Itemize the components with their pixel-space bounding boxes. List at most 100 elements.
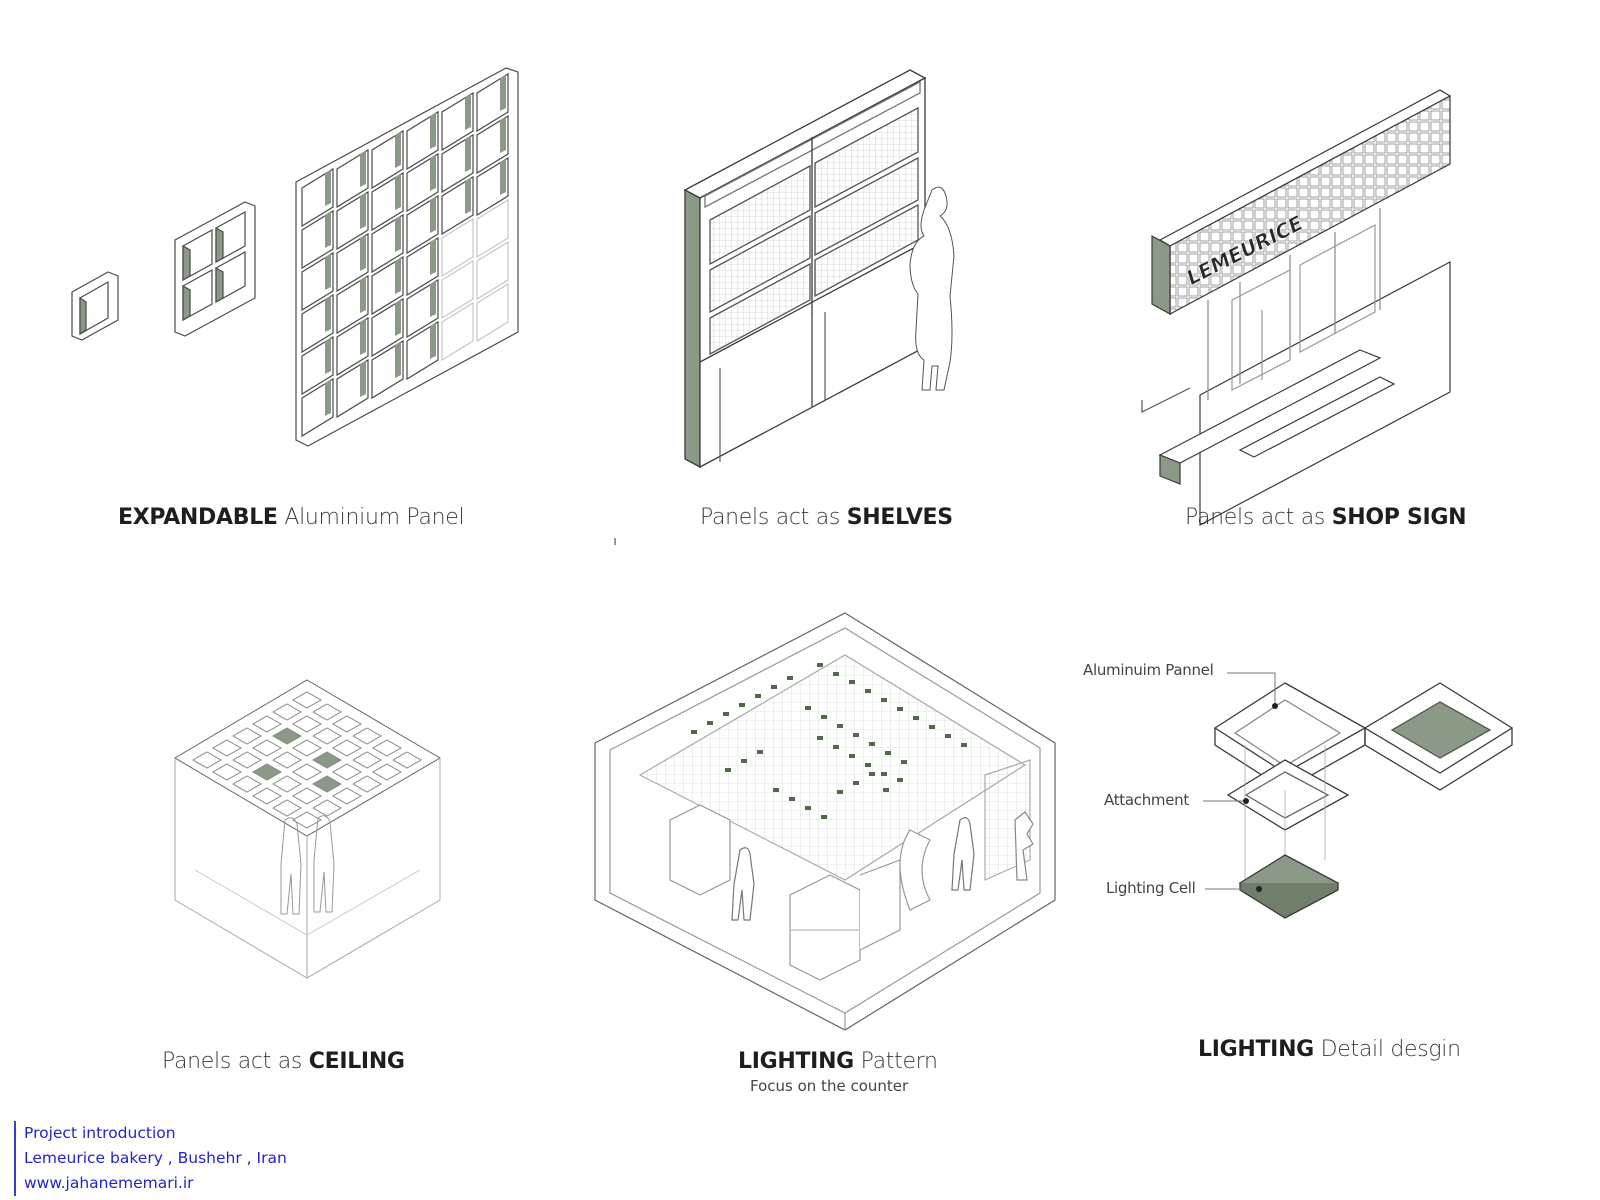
credit-project-location: Lemeurice bakery , Bushehr , Iran (24, 1149, 287, 1167)
lighting-cell-dot (837, 790, 843, 794)
wall-cell-shade (395, 216, 401, 252)
lighting-cells-pattern (691, 663, 967, 819)
lighting-cell-dot (945, 734, 951, 738)
caption-lighting-detail: LIGHTING Detail desgin (1198, 1037, 1461, 1062)
ceiling-cell (251, 739, 283, 757)
wall-cell-shade (395, 132, 401, 168)
lighting-cell-dot (853, 781, 859, 785)
wall-cell-shade (395, 300, 401, 336)
two-by-two-module (174, 201, 256, 337)
wall-cell-shade (360, 151, 366, 187)
lighting-cell-dot (881, 698, 887, 702)
wall-cell-shade (360, 277, 366, 313)
lighting-cell-dot (771, 685, 777, 689)
wall-cell-shade (430, 113, 436, 149)
ceiling-cell (191, 751, 223, 769)
shelves-drawing (683, 69, 955, 469)
lighting-cell-dot (723, 712, 729, 716)
ceiling-cell (271, 775, 303, 793)
shop-sign-drawing (1141, 89, 1452, 526)
staff-figure-right (951, 817, 975, 891)
ceiling-cell (331, 787, 363, 805)
credit-project-intro: Project introduction (24, 1124, 176, 1142)
lighting-cell-dot (817, 663, 823, 667)
caption-expandable-panel: EXPANDABLE Aluminium Panel (118, 505, 465, 530)
lighting-cell-dot (805, 706, 811, 710)
caption-ceiling: Panels act as CEILING (162, 1049, 405, 1074)
ceiling-cell (331, 715, 363, 733)
wall-cell-shade (430, 155, 436, 191)
wall-cell (476, 240, 509, 301)
label-lighting-cell: Lighting Cell (1106, 879, 1196, 897)
wall-cell-shade (325, 170, 331, 206)
ceiling-cells (191, 691, 423, 829)
lighting-cell-dot (805, 806, 811, 810)
wall-cell-shade (325, 296, 331, 332)
staff-figure-left (731, 847, 755, 921)
ceiling-cell (271, 799, 303, 817)
lighting-cell-dot (725, 768, 731, 772)
ceiling-cell (371, 739, 403, 757)
wall-cell-shade (325, 212, 331, 248)
person-figure (909, 186, 955, 391)
credits-block: Project introduction Lemeurice bakery , … (14, 1121, 287, 1196)
wall-cell-shade (325, 380, 331, 416)
lighting-cell-dot (821, 815, 827, 819)
ceiling-cell (351, 775, 383, 793)
lighting-cell-dot (691, 730, 697, 734)
ceiling-cell (371, 763, 403, 781)
wall-cell-shade (430, 239, 436, 275)
wall-cell (441, 301, 474, 362)
subcaption-lighting-pattern: Focus on the counter (750, 1077, 909, 1095)
ceiling-cell (331, 739, 363, 757)
wall-cell-shade (360, 193, 366, 229)
label-aluminium-panel: Aluminuim Pannel (1083, 661, 1214, 679)
lighting-cell-dot (929, 725, 935, 729)
ceiling-cell (291, 763, 323, 781)
ceiling-cell (311, 727, 343, 745)
wall-cell-shade (500, 159, 506, 195)
lighting-cell-dot (881, 772, 887, 776)
lighting-cell-dot (739, 703, 745, 707)
expandable-panel-drawing (71, 67, 519, 447)
credit-website-link[interactable]: www.jahanememari.ir (24, 1174, 194, 1192)
lighting-cell-dot (913, 716, 919, 720)
wall-cell-shade (325, 338, 331, 374)
ceiling-cell (291, 787, 323, 805)
lighting-cell-dot (869, 772, 875, 776)
ceiling-cell (271, 751, 303, 769)
lighting-cell-dot (865, 763, 871, 767)
ceiling-cell (271, 703, 303, 721)
lighting-detail-drawing (1203, 672, 1514, 919)
wall-cell-shade (500, 75, 506, 111)
wall-cell-shade (395, 174, 401, 210)
lighting-cell-dot (853, 733, 859, 737)
ceiling-cell (391, 751, 423, 769)
lighting-cell-dot (833, 745, 839, 749)
lighting-cell-dot (741, 759, 747, 763)
wall-cell-shade (465, 136, 471, 172)
lighting-cell-dot (901, 760, 907, 764)
ceiling-cell (291, 691, 323, 709)
wall-cell-shade (325, 254, 331, 290)
wall-cell-shade (395, 258, 401, 294)
ceiling-cell (291, 811, 323, 829)
ceiling-cell (251, 787, 283, 805)
people-figures (280, 815, 335, 915)
wall-cell-shade (360, 319, 366, 355)
lighting-cell-dot (707, 721, 713, 725)
wall-cell-shade (395, 342, 401, 378)
ceiling-cell (291, 739, 323, 757)
ceiling-cell (311, 799, 343, 817)
lighting-cell-dot (897, 707, 903, 711)
ceiling-cell (311, 775, 343, 793)
ceiling-cell (251, 715, 283, 733)
lighting-pattern-drawing (594, 612, 1056, 1031)
ceiling-cell (351, 751, 383, 769)
caption-lighting-pattern: LIGHTING Pattern (738, 1049, 938, 1074)
ceiling-cell (211, 739, 243, 757)
lighting-cell-dot (849, 680, 855, 684)
lighting-cell-dot (789, 797, 795, 801)
